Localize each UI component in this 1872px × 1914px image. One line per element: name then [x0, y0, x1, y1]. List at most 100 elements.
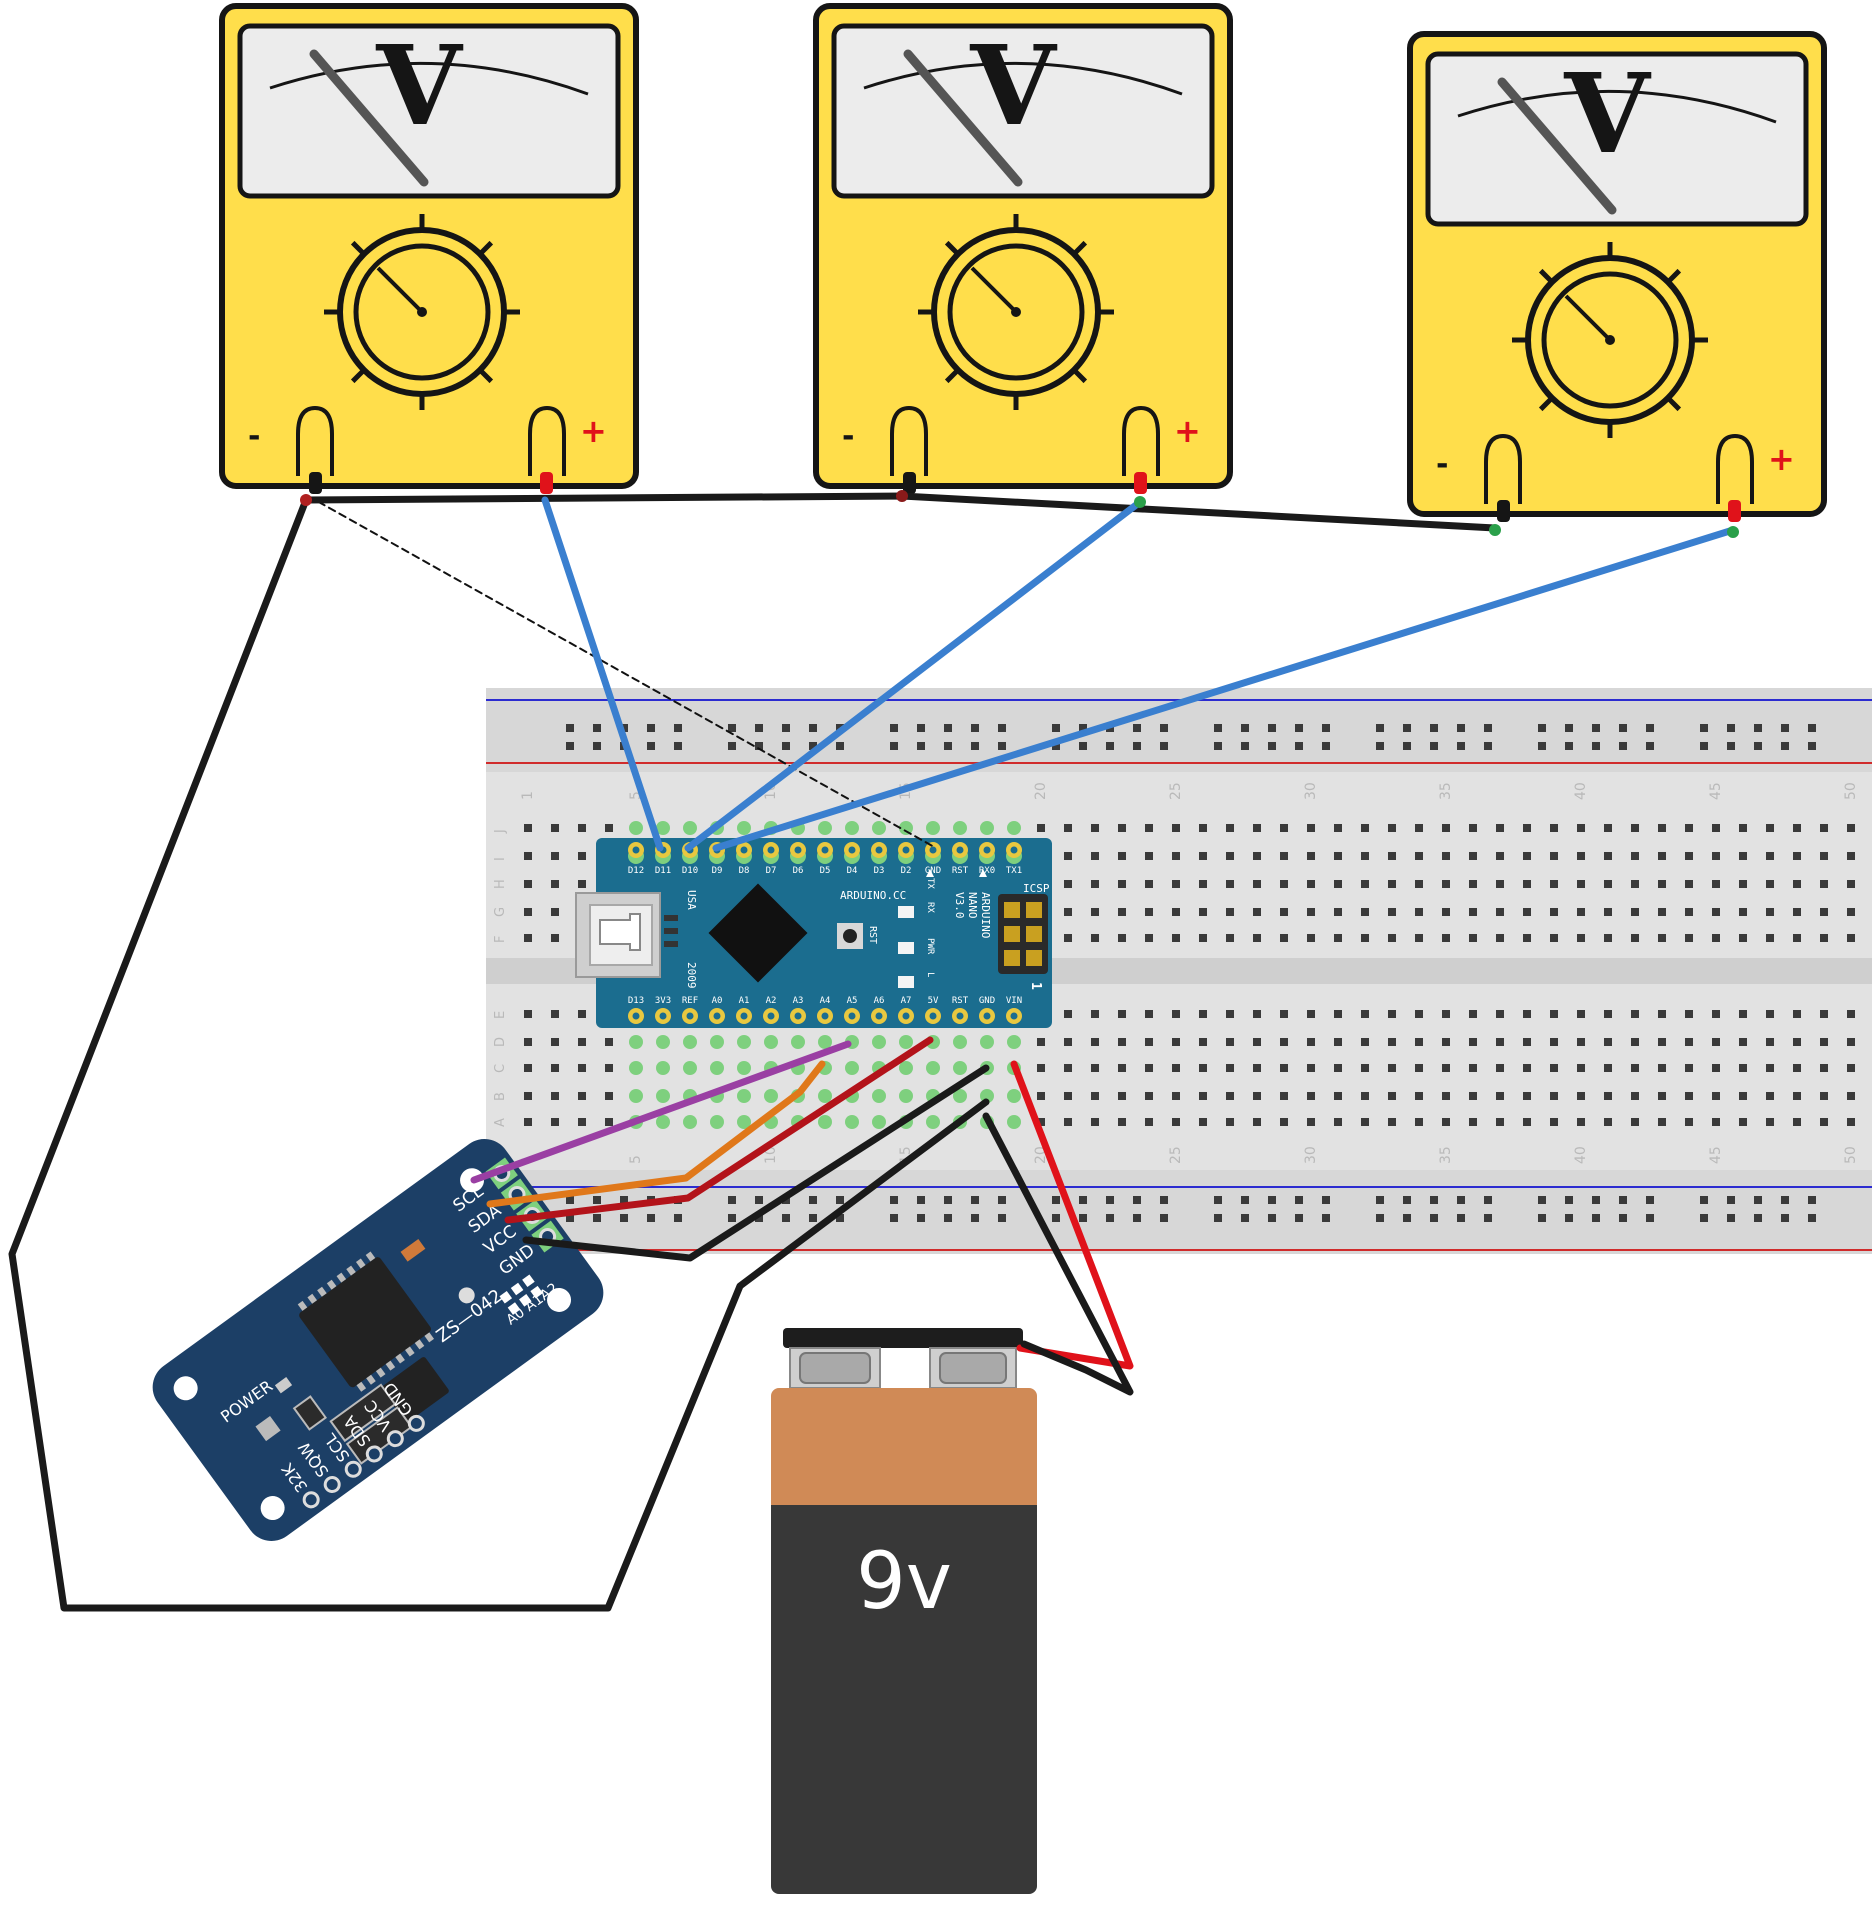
rail-hole — [1484, 742, 1492, 750]
meter-dial-tick — [350, 240, 365, 255]
terminal-hole — [1631, 1038, 1639, 1046]
terminal-hole — [1604, 1092, 1612, 1100]
connected-hole — [737, 1089, 751, 1103]
connected-hole — [980, 821, 994, 835]
terminal-hole — [1469, 1038, 1477, 1046]
rail-hole — [1052, 1196, 1060, 1204]
terminal-hole — [1604, 880, 1612, 888]
terminal-hole — [1037, 1038, 1045, 1046]
battery-top-copper — [771, 1388, 1037, 1512]
meter-socket-positive — [528, 405, 566, 476]
terminal-hole — [1145, 1092, 1153, 1100]
rail-hole — [1322, 1214, 1330, 1222]
arduino-pin-label: D13 — [628, 996, 644, 1006]
terminal-hole — [1388, 934, 1396, 942]
terminal-hole — [1604, 824, 1612, 832]
meter-display — [237, 23, 621, 199]
meter-dial-outer — [1525, 255, 1695, 425]
terminal-hole — [524, 1064, 532, 1072]
terminal-hole — [1442, 1038, 1450, 1046]
terminal-hole — [551, 1092, 559, 1100]
terminal-hole — [1577, 824, 1585, 832]
terminal-hole — [1091, 1010, 1099, 1018]
terminal-hole — [1523, 824, 1531, 832]
terminal-hole — [1172, 1064, 1180, 1072]
rail-hole — [1403, 742, 1411, 750]
terminal-hole — [1145, 1038, 1153, 1046]
connected-hole — [818, 821, 832, 835]
terminal-hole — [524, 880, 532, 888]
terminal-hole — [1604, 1038, 1612, 1046]
connected-hole — [845, 1061, 859, 1075]
rail-hole — [1592, 724, 1600, 732]
terminal-hole — [1658, 1010, 1666, 1018]
terminal-hole — [1685, 1038, 1693, 1046]
terminal-hole — [1577, 1118, 1585, 1126]
terminal-hole — [1739, 1038, 1747, 1046]
terminal-hole — [1550, 1092, 1558, 1100]
rail-hole — [1160, 1214, 1168, 1222]
rail-hole — [944, 1214, 952, 1222]
rail-hole — [728, 1196, 736, 1204]
terminal-hole — [1280, 934, 1288, 942]
terminal-hole — [524, 852, 532, 860]
connected-hole — [953, 1089, 967, 1103]
terminal-hole — [1145, 1118, 1153, 1126]
terminal-hole — [1523, 1118, 1531, 1126]
terminal-hole — [1334, 1092, 1342, 1100]
column-number: 45 — [1708, 782, 1724, 800]
row-letter: A — [493, 1118, 508, 1127]
terminal-hole — [1361, 1092, 1369, 1100]
connected-hole — [1007, 1115, 1021, 1129]
terminal-hole — [1172, 908, 1180, 916]
terminal-hole — [1280, 1010, 1288, 1018]
connected-hole — [818, 1115, 832, 1129]
terminal-hole — [1307, 880, 1315, 888]
connected-hole — [845, 1115, 859, 1129]
meter-dial — [1541, 271, 1679, 409]
connected-hole — [683, 1061, 697, 1075]
rail-hole — [1133, 1196, 1141, 1204]
terminal-hole — [1091, 1092, 1099, 1100]
terminal-hole — [551, 908, 559, 916]
rail-hole — [593, 742, 601, 750]
terminal-hole — [1496, 1010, 1504, 1018]
terminal-hole — [1118, 1038, 1126, 1046]
rail-hole — [674, 1214, 682, 1222]
rail-hole — [836, 742, 844, 750]
rail-hole — [1403, 1196, 1411, 1204]
board-name-line: ARDUINO — [979, 892, 992, 938]
status-leds — [898, 869, 987, 988]
terminal-hole — [1388, 908, 1396, 916]
column-number: 50 — [1843, 782, 1859, 800]
terminal-hole — [1631, 1092, 1639, 1100]
terminal-hole — [1820, 908, 1828, 916]
rail-hole — [1052, 742, 1060, 750]
address-pad — [507, 1302, 521, 1315]
connected-hole — [710, 1061, 724, 1075]
terminal-hole — [1415, 880, 1423, 888]
terminal-hole — [1361, 908, 1369, 916]
terminal-hole — [1172, 824, 1180, 832]
rail-hole — [1214, 742, 1222, 750]
terminal-hole — [1469, 824, 1477, 832]
terminal-hole — [1847, 824, 1855, 832]
rail-hole — [1619, 724, 1627, 732]
terminal-hole — [1739, 908, 1747, 916]
row-letter: I — [493, 857, 508, 861]
terminal-hole — [1847, 908, 1855, 916]
meter-socket-positive — [1716, 433, 1754, 504]
terminal-hole — [1712, 824, 1720, 832]
terminal-hole — [551, 880, 559, 888]
terminal-hole — [1307, 1010, 1315, 1018]
rail-hole — [809, 1196, 817, 1204]
rail-hole — [1430, 742, 1438, 750]
rail-hole — [1052, 1214, 1060, 1222]
terminal-hole — [1280, 1118, 1288, 1126]
terminal-hole — [1847, 1010, 1855, 1018]
terminal-hole — [1064, 824, 1072, 832]
rail-hole — [1106, 1214, 1114, 1222]
connected-hole — [872, 1035, 886, 1049]
